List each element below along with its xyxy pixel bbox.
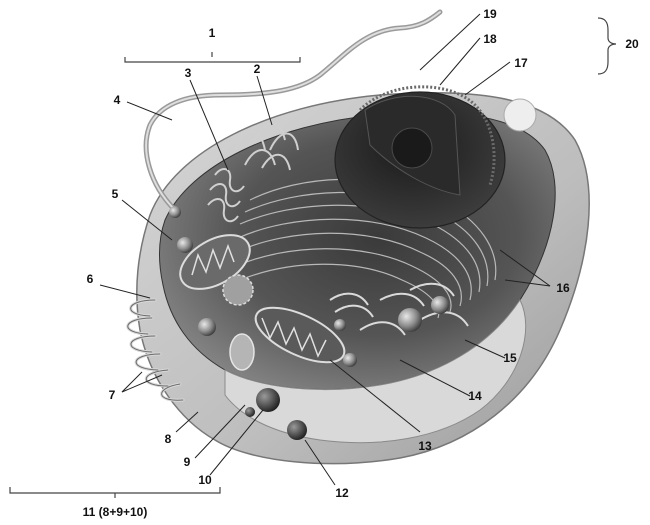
- lysosome-d: [334, 319, 346, 331]
- label-20: 20: [625, 37, 639, 51]
- bracket-1: [125, 52, 300, 62]
- vesicle-a: [177, 237, 193, 253]
- nucleolus: [392, 128, 432, 168]
- label-10: 10: [198, 473, 212, 487]
- label-1: 1: [209, 26, 216, 40]
- label-16: 16: [556, 281, 570, 295]
- bracket-11: [10, 487, 220, 498]
- label-15: 15: [503, 351, 517, 365]
- label-5: 5: [112, 187, 119, 201]
- label-6: 6: [87, 272, 94, 286]
- label-7: 7: [109, 388, 116, 402]
- lysosome-a: [398, 308, 422, 332]
- vesicle-b: [198, 318, 216, 336]
- label-2: 2: [254, 62, 261, 76]
- lysosome-b: [431, 296, 449, 314]
- lysosome-c: [343, 353, 357, 367]
- label-12: 12: [335, 486, 349, 500]
- label-18: 18: [483, 32, 497, 46]
- secretory-vesicle-b: [287, 420, 307, 440]
- label-3: 3: [185, 66, 192, 80]
- secretory-vesicle-a: [256, 388, 280, 412]
- label-14: 14: [468, 389, 482, 403]
- ribosome-vesicle: [504, 99, 536, 131]
- label-8: 8: [165, 432, 172, 446]
- label-13: 13: [418, 439, 432, 453]
- secretory-vesicle-c: [245, 407, 255, 417]
- label-4: 4: [114, 93, 121, 107]
- bracket-20: [598, 18, 616, 74]
- label-19: 19: [483, 7, 497, 21]
- label-11: 11 (8+9+10): [83, 505, 148, 519]
- label-17: 17: [514, 56, 528, 70]
- vacuole: [230, 334, 254, 370]
- vesicle-c: [169, 206, 181, 218]
- label-9: 9: [184, 455, 191, 469]
- centrosome: [223, 275, 253, 305]
